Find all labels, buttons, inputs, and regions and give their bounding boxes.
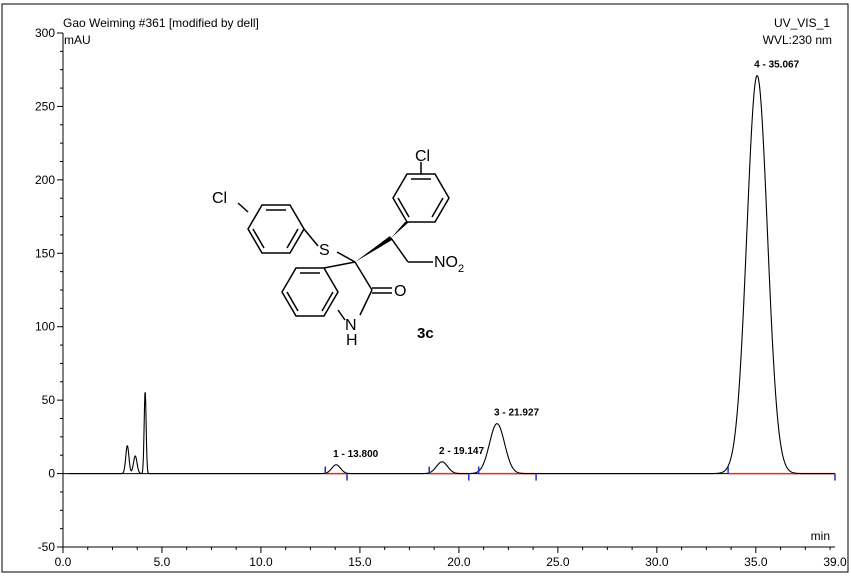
atom-sulfur: S [319,242,330,259]
x-tick-label: 35.0 [744,555,768,569]
x-tick-label: 5.0 [154,555,171,569]
peak-label: 3 - 21.927 [494,408,539,419]
x-tick-label: 25.0 [546,555,570,569]
atom-oxygen: O [394,283,406,300]
y-tick-label: 0 [48,467,55,481]
x-tick-label: 15.0 [348,555,372,569]
peak-label: 4 - 35.067 [754,60,799,71]
x-tick-label: 39.0 [823,555,847,569]
molecule-structure [237,162,450,321]
x-tick-label: 10.0 [249,555,273,569]
atom-nitro-main: NO [434,254,458,271]
x-tick-label: 20.0 [447,555,471,569]
y-tick-label: 150 [35,246,55,260]
atom-nitrogen: N [345,317,357,334]
y-axis-unit-label: mAU [64,33,91,47]
y-tick-label: 250 [35,99,55,113]
atom-cl-left: Cl [212,190,227,207]
y-tick-label: 300 [35,26,55,40]
wavelength-label: WVL:230 nm [763,33,832,47]
x-tick-label: 30.0 [645,555,669,569]
peak-label: 1 - 13.800 [333,449,378,460]
top-phenyl-ring [392,173,450,223]
x-axis-unit-label: min [811,529,830,543]
y-tick-label: 100 [35,320,55,334]
wedge-bond-top [391,222,409,238]
peak-label: 2 - 19.147 [439,446,484,457]
x-tick-label: 0.0 [55,555,72,569]
detector-channel-label: UV_VIS_1 [774,16,830,30]
oxindole-benzene-ring [281,267,339,317]
chart-header-title: Gao Weiming #361 [modified by dell] [63,16,259,30]
atom-nitro-subscript: 2 [458,263,464,275]
atom-hydrogen: H [346,332,358,349]
wedge-bond [355,236,392,262]
y-tick-label: -50 [38,540,56,554]
chromatogram-trace [68,75,835,475]
compound-label: 3c [417,325,434,342]
left-phenyl-ring [247,204,305,254]
atom-nitro: NO2 [434,254,464,275]
atom-cl-top: Cl [415,148,430,165]
chart-outer-frame [1,3,849,573]
y-tick-label: 200 [35,173,55,187]
y-tick-label: 50 [42,393,56,407]
